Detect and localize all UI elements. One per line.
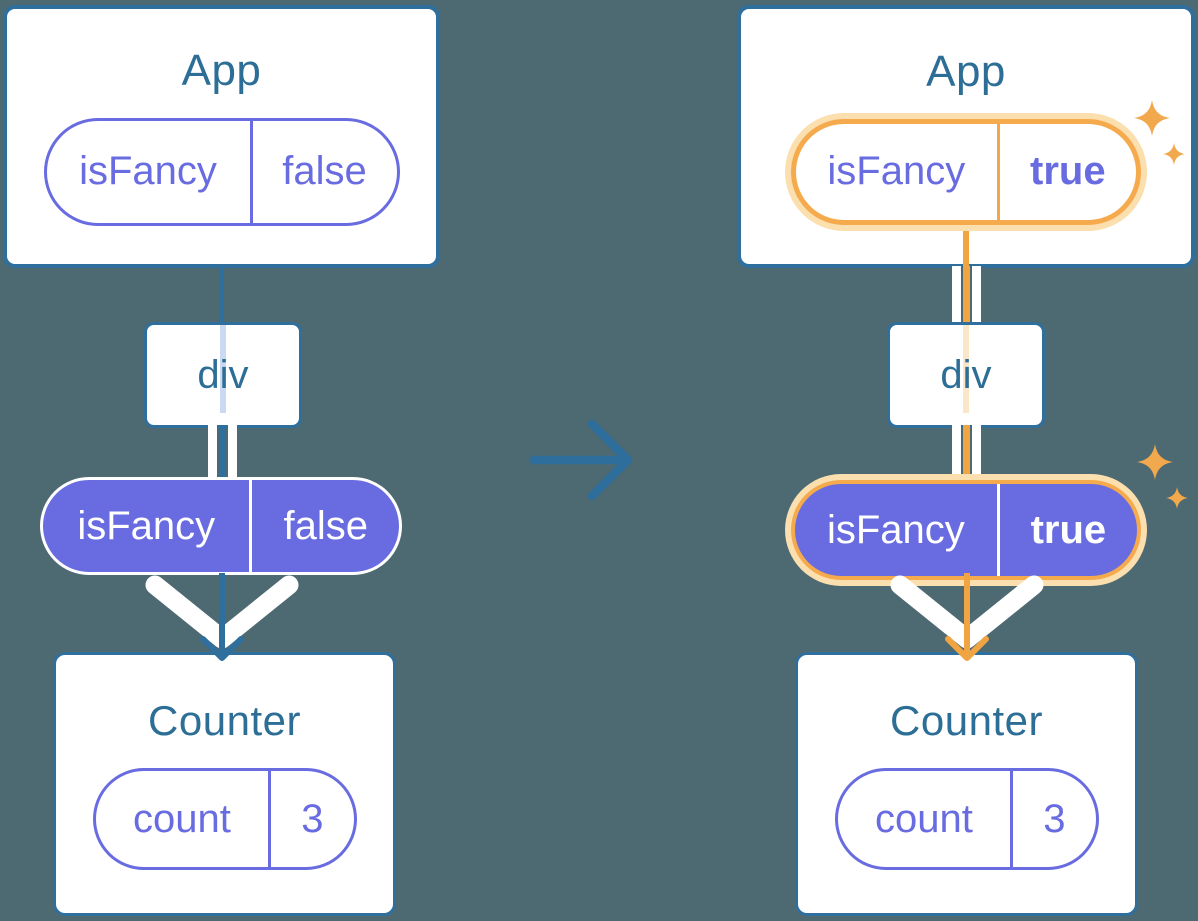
app-state-pill: isFancy false <box>43 117 400 226</box>
sparkle-icon <box>1163 143 1185 165</box>
pipe-center-line <box>963 266 970 324</box>
pipe-white-line <box>952 425 961 480</box>
prop-trace-line <box>220 325 226 413</box>
sparkle-icon <box>1134 100 1170 136</box>
prop-pipe-div-to-pill <box>208 425 237 480</box>
state-key: isFancy <box>79 149 217 194</box>
pipe-white-line <box>208 425 217 480</box>
app-title: App <box>926 47 1006 97</box>
div-component-box: div <box>144 322 302 428</box>
pipe-white-line <box>972 266 981 324</box>
sparkle-icon <box>1137 444 1173 480</box>
app-state-pill-highlighted: isFancy true <box>791 118 1141 225</box>
arrow-right-icon <box>529 419 633 501</box>
app-title: App <box>181 46 262 96</box>
pipe-white-line <box>952 266 961 324</box>
prop-pill-highlighted: isFancy true <box>791 480 1141 580</box>
app-component-box: App isFancy true <box>737 5 1195 268</box>
state-key: count <box>875 796 973 841</box>
prop-pill: isFancy false <box>40 477 402 575</box>
counter-component-box: Counter count 3 <box>53 652 396 916</box>
state-key: count <box>133 796 231 841</box>
sparkle-icon <box>1166 487 1188 509</box>
pipe-center-line <box>219 425 226 480</box>
counter-title: Counter <box>890 696 1043 744</box>
prop-value: false <box>249 480 399 572</box>
state-value: true <box>996 123 1136 220</box>
prop-key: isFancy <box>826 507 965 552</box>
div-title: div <box>197 352 249 397</box>
down-arrow-icon <box>145 573 299 661</box>
pipe-white-line <box>972 425 981 480</box>
prop-pipe-app-to-div <box>952 266 981 324</box>
state-value: 3 <box>268 771 353 868</box>
state-value: 3 <box>1010 771 1095 868</box>
counter-title: Counter <box>148 696 301 744</box>
state-key: isFancy <box>827 149 966 194</box>
div-title: div <box>940 352 992 397</box>
counter-component-box: Counter count 3 <box>795 652 1138 916</box>
app-component-box: App isFancy false <box>3 5 440 268</box>
prop-key: isFancy <box>77 503 216 548</box>
prop-pipe-div-to-pill <box>952 425 981 480</box>
div-component-box: div <box>887 322 1045 428</box>
counter-state-pill: count 3 <box>92 768 357 871</box>
prop-value: true <box>996 484 1137 576</box>
edge-app-to-div <box>219 266 224 324</box>
state-flow-stub <box>963 228 969 268</box>
down-arrow-icon <box>890 573 1044 661</box>
counter-state-pill: count 3 <box>834 768 1099 871</box>
pipe-white-line <box>228 425 237 480</box>
state-value: false <box>249 120 397 223</box>
prop-trace-line <box>963 325 969 413</box>
pipe-center-line <box>963 425 970 480</box>
